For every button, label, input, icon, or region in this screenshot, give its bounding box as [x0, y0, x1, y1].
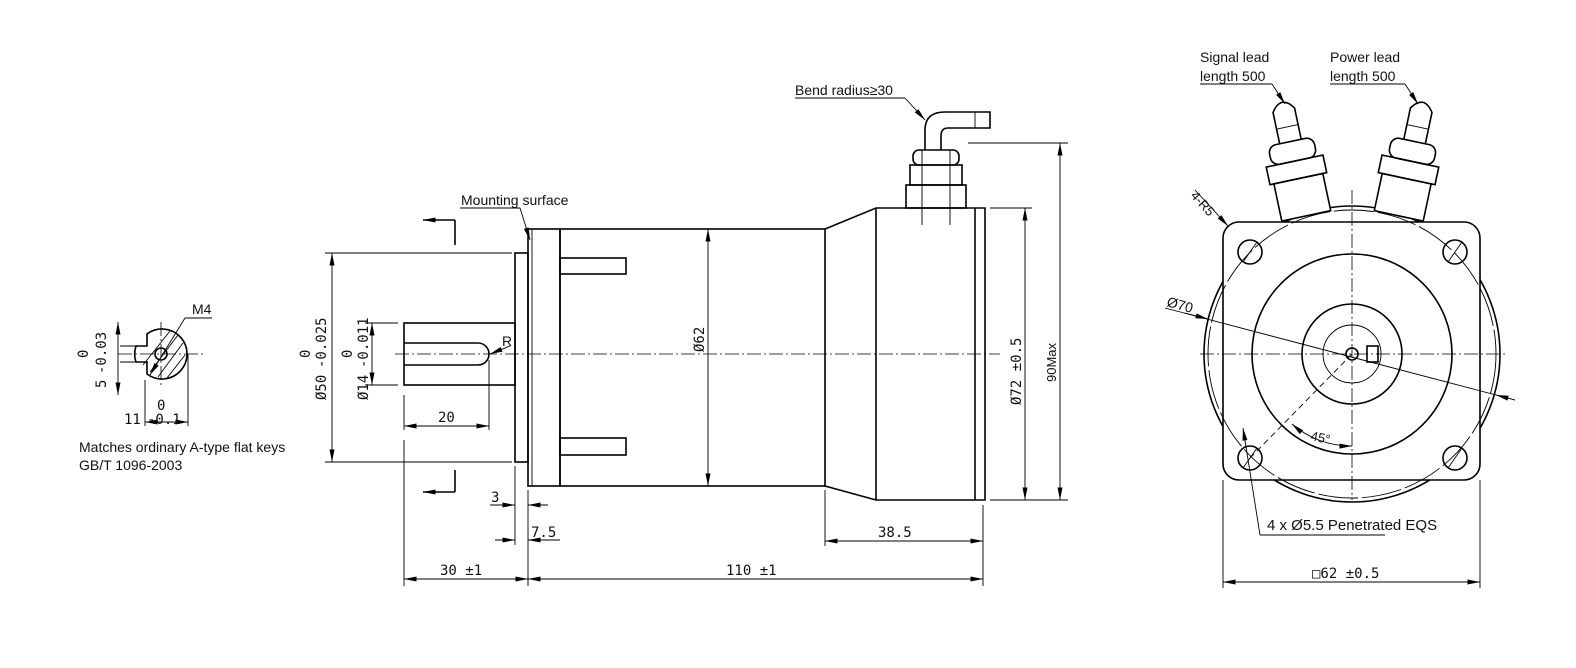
shaft-tol-upper: 0	[340, 350, 356, 358]
key-depth-tol-upper: 0	[157, 398, 165, 414]
mounting-holes	[1237, 239, 1468, 471]
signal-lead-line2: length 500	[1200, 68, 1266, 84]
angle-label: 45°	[1309, 428, 1331, 447]
rear-housing	[824, 207, 986, 501]
flange-slot-bottom	[559, 437, 627, 456]
power-lead-gland	[1373, 101, 1440, 223]
signal-lead-line1: Signal lead	[1200, 49, 1269, 65]
pcd-label: Ø70	[1165, 293, 1195, 315]
key-width-dim: 5	[94, 380, 110, 388]
power-lead-line1: Power lead	[1330, 49, 1400, 65]
motor-body	[559, 228, 826, 487]
shaft-tol-lower: -0.011	[356, 317, 372, 368]
square-flange	[1222, 221, 1481, 481]
bend-radius-label: Bend radius≥30	[795, 82, 893, 98]
pilot-tol-lower: -0.025	[314, 317, 330, 368]
pilot-depth-dim: 7.5	[531, 525, 556, 541]
key-depth-tol-lower: -0.1	[147, 412, 181, 428]
shaft-dia-dim: Ø14	[356, 375, 372, 400]
key-width-tol-upper: 0	[76, 350, 92, 358]
key-note-line2: GB/T 1096-2003	[79, 457, 182, 473]
pilot-dia-dim: Ø50	[314, 375, 330, 400]
power-lead-line2: length 500	[1330, 68, 1396, 84]
body-length-dim: 110 ±1	[726, 563, 777, 579]
keyway	[404, 342, 490, 366]
rear-length-dim: 38.5	[878, 525, 912, 541]
side-view: Mounting surface Bend radius≥30 Ø50 -0.0…	[298, 82, 1068, 586]
holes-note: 4 x Ø5.5 Penetrated EQS	[1267, 517, 1437, 534]
max-height-dim: 90Max	[1044, 342, 1059, 382]
body-dia-dim: Ø62	[692, 327, 708, 352]
thread-label: M4	[192, 301, 212, 317]
pilot-tol-upper: 0	[298, 350, 314, 358]
key-radius-label: R	[502, 333, 512, 349]
mounting-surface-label: Mounting surface	[461, 192, 569, 208]
key-width-tol-lower: -0.03	[94, 332, 110, 374]
shaft-length-dim: 30 ±1	[440, 563, 482, 579]
pilot	[514, 252, 529, 463]
flange-thk-dim: 3	[491, 490, 499, 506]
rear-dia-dim: Ø72 ±0.5	[1009, 338, 1025, 405]
section-hatch	[142, 330, 186, 379]
key-note-line1: Matches ordinary A-type flat keys	[79, 439, 285, 455]
key-section-view: M4 5 -0.03 0 0 11 -0.1 Matches ordinary …	[76, 301, 285, 473]
cable-gland	[905, 111, 991, 225]
square-dim: □62 ±0.5	[1312, 566, 1379, 582]
corner-radius-label: 4-R5	[1188, 188, 1218, 219]
flange	[527, 228, 561, 487]
key-depth-dim: 11	[124, 412, 141, 428]
front-view: Signal lead length 500 Power lead length…	[1164, 49, 1516, 588]
signal-lead-gland	[1265, 101, 1332, 223]
shaft-section-outline	[133, 328, 188, 380]
flange-slot-top	[559, 257, 627, 275]
key-length-dim: 20	[438, 410, 455, 426]
